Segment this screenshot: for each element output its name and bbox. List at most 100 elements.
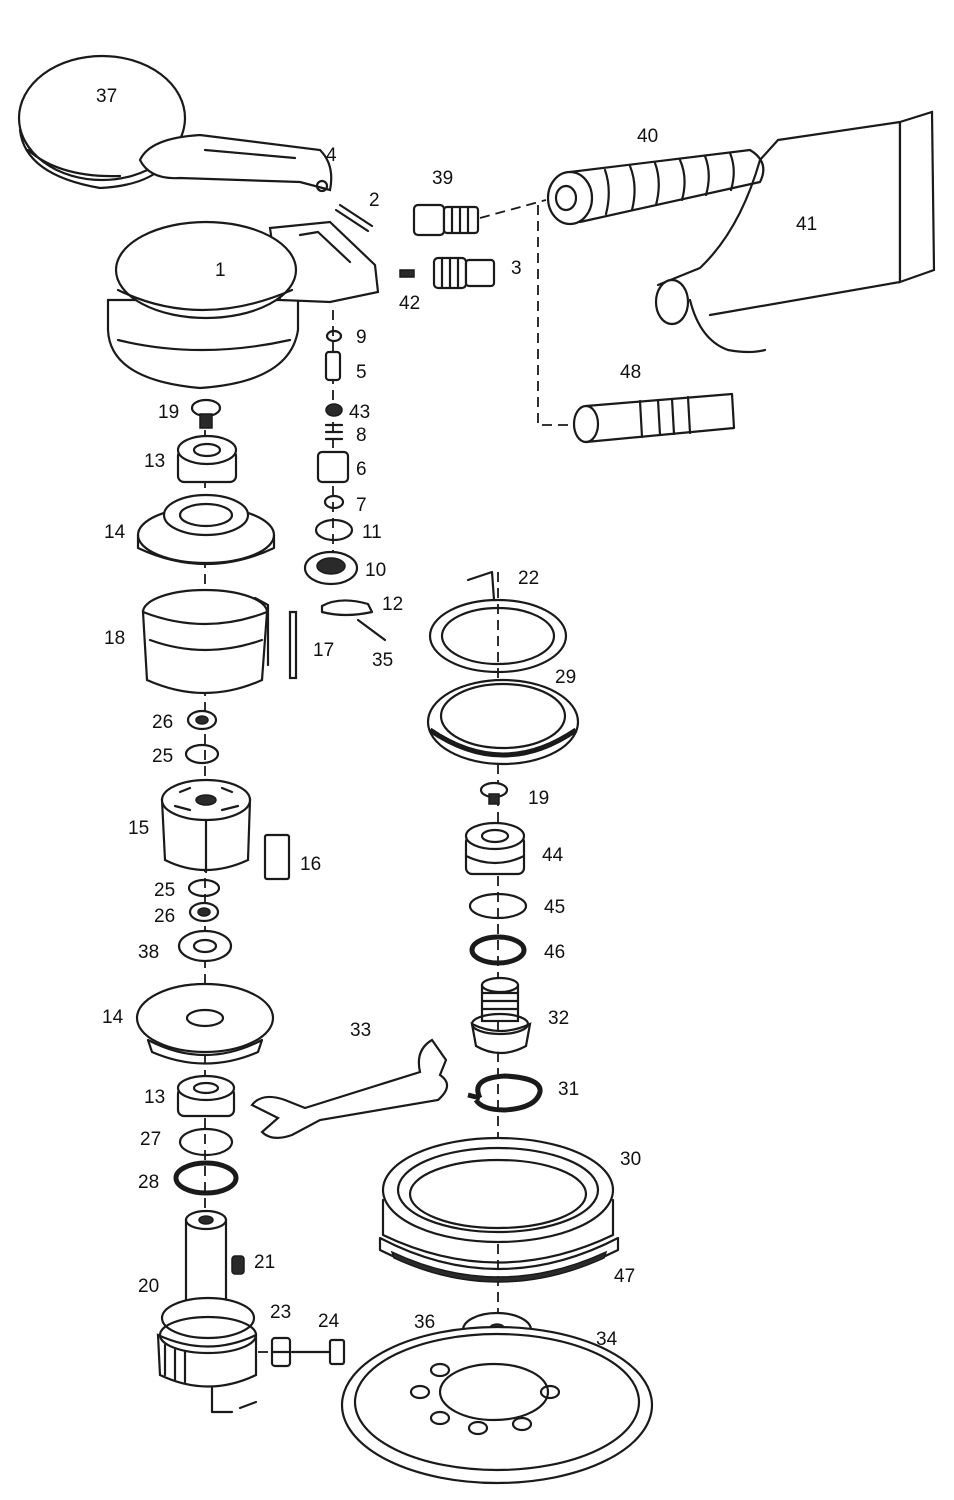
part-18-cylinder — [141, 588, 270, 695]
part-4-lever — [138, 133, 333, 193]
label-38: 38 — [138, 942, 159, 963]
part-15-rotor — [160, 778, 252, 874]
part-37-cap — [17, 54, 187, 190]
label-36: 36 — [414, 1312, 435, 1333]
label-18: 18 — [104, 628, 125, 649]
part-45-ring — [468, 892, 528, 920]
part-26-ring-upper — [186, 709, 218, 731]
part-25-ring-upper — [184, 743, 220, 765]
label-35: 35 — [372, 650, 393, 671]
part-23-nut — [270, 1336, 292, 1368]
label-47: 47 — [614, 1266, 635, 1287]
part-19-screw-right — [479, 781, 509, 805]
part-40-hose — [546, 148, 765, 226]
part-44-bearing — [464, 821, 526, 876]
part-14-plate-bottom — [135, 982, 275, 1065]
label-2: 2 — [369, 190, 380, 211]
label-23: 23 — [270, 1302, 291, 1323]
label-22: 22 — [518, 568, 539, 589]
part-46-ring — [469, 934, 527, 966]
label-27: 27 — [140, 1129, 161, 1150]
label-33: 33 — [350, 1020, 371, 1041]
assembly-line-hose — [479, 199, 547, 219]
bracket-mark — [210, 1386, 258, 1414]
part-14-plate-top — [136, 493, 276, 566]
label-16: 16 — [300, 854, 321, 875]
part-24-bolt — [290, 1338, 346, 1366]
label-19-left: 19 — [158, 402, 179, 423]
label-48: 48 — [620, 362, 641, 383]
label-37: 37 — [96, 86, 117, 107]
label-5: 5 — [356, 362, 367, 383]
label-20: 20 — [138, 1276, 159, 1297]
label-17: 17 — [313, 640, 334, 661]
part-38-washer — [177, 929, 233, 963]
part-26-ring-lower — [188, 901, 220, 923]
label-26-upper: 26 — [152, 712, 173, 733]
label-15: 15 — [128, 818, 149, 839]
label-28: 28 — [138, 1172, 159, 1193]
label-14-top: 14 — [104, 522, 126, 543]
part-1-housing — [106, 220, 380, 390]
label-29: 29 — [555, 667, 576, 688]
label-14-bottom: 14 — [102, 1007, 124, 1028]
label-13-bottom: 13 — [144, 1087, 165, 1108]
part-2-pin — [334, 203, 374, 233]
part-28-ring — [173, 1160, 239, 1196]
part-42-pin — [399, 269, 415, 278]
part-47-brush-ring — [378, 1236, 620, 1283]
label-9: 9 — [356, 327, 367, 348]
part-27-ring — [178, 1127, 234, 1157]
bracket-mark-top — [466, 570, 496, 602]
label-43: 43 — [349, 402, 370, 423]
label-19-right: 19 — [528, 788, 549, 809]
part-33-wrench — [250, 1038, 449, 1139]
label-26-lower: 26 — [154, 906, 175, 927]
label-6: 6 — [356, 459, 367, 480]
part-13-bearing-top — [176, 434, 238, 484]
assembly-line-side — [537, 205, 575, 426]
label-31: 31 — [558, 1079, 579, 1100]
part-25-ring-lower — [187, 878, 221, 898]
label-25-lower: 25 — [154, 880, 175, 901]
part-34-pad — [340, 1325, 654, 1485]
part-3-fitting — [432, 256, 496, 290]
label-39: 39 — [432, 168, 453, 189]
label-46: 46 — [544, 942, 565, 963]
part-31-snap-ring — [467, 1073, 543, 1113]
part-20-spindle — [156, 1209, 258, 1388]
label-30: 30 — [620, 1149, 641, 1170]
label-34: 34 — [596, 1329, 618, 1350]
label-10: 10 — [365, 560, 386, 581]
part-48-adapter — [572, 392, 736, 444]
valve-stack — [303, 310, 387, 642]
part-22-ring — [428, 598, 568, 674]
label-42: 42 — [399, 293, 420, 314]
label-8: 8 — [356, 425, 367, 446]
part-16-vane — [263, 833, 291, 881]
part-32-shaft — [470, 976, 532, 1055]
label-40: 40 — [637, 126, 658, 147]
part-29-ring — [426, 678, 580, 766]
label-32: 32 — [548, 1008, 569, 1029]
label-21: 21 — [254, 1252, 275, 1273]
label-1: 1 — [215, 260, 226, 281]
part-41-bag — [654, 110, 936, 354]
label-7: 7 — [356, 495, 367, 516]
label-45: 45 — [544, 897, 565, 918]
part-13-bearing-bottom — [176, 1074, 236, 1118]
part-labels: 37 4 2 39 40 41 1 3 42 9 5 48 19 43 8 13… — [96, 86, 817, 1350]
label-4: 4 — [326, 145, 337, 166]
label-25-upper: 25 — [152, 746, 173, 767]
label-12: 12 — [382, 594, 403, 615]
part-17-blade — [288, 610, 298, 680]
label-11: 11 — [362, 522, 382, 543]
part-39-fitting — [412, 203, 480, 237]
label-41: 41 — [796, 214, 817, 235]
part-30-shroud — [381, 1136, 615, 1264]
part-21-key — [231, 1255, 245, 1275]
part-19-screw-left — [190, 398, 222, 429]
label-13-top: 13 — [144, 451, 165, 472]
label-3: 3 — [511, 258, 522, 279]
